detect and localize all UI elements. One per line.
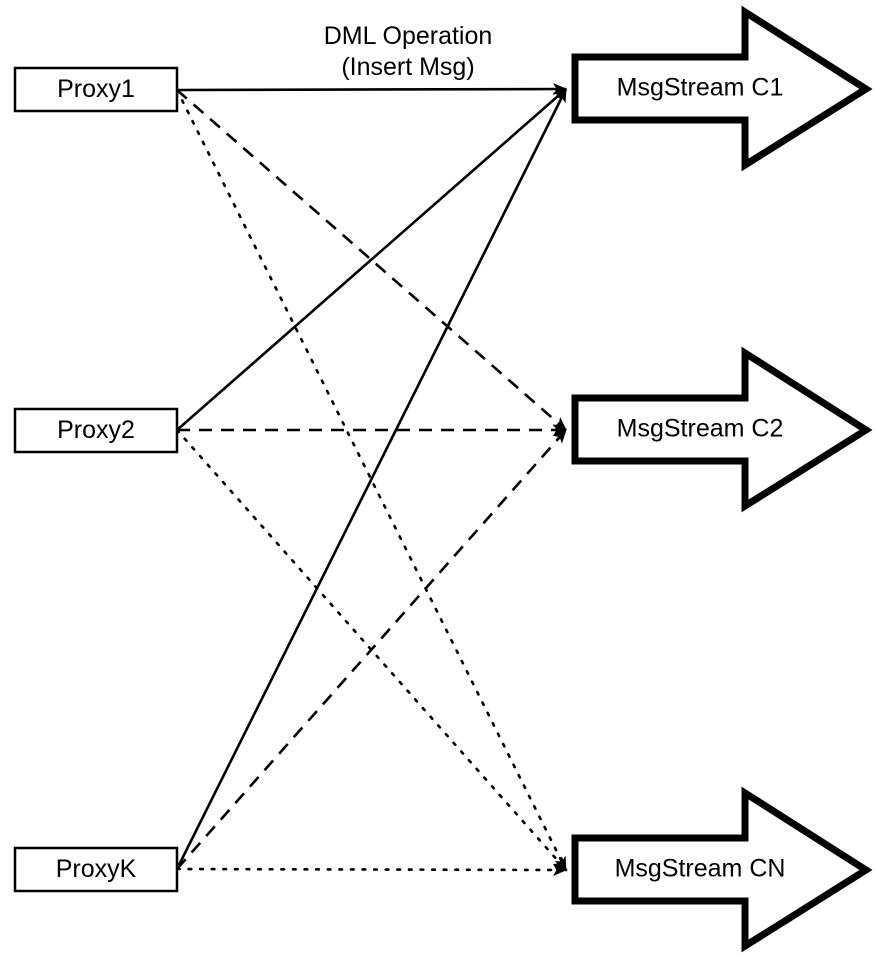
link-proxyk-to-c1 xyxy=(175,88,568,870)
streams-layer: MsgStream C1 MsgStream C2 MsgStream CN xyxy=(571,5,873,953)
proxy-box-proxy1 xyxy=(13,66,179,113)
stream-node-stream-c1[interactable]: MsgStream C1 xyxy=(571,5,873,172)
stream-label-stream-c2: MsgStream C2 xyxy=(617,415,784,443)
link-proxy1-to-c2 xyxy=(176,89,567,431)
proxy-label-proxyk: ProxyK xyxy=(56,855,137,883)
proxy-box-proxyk xyxy=(13,846,179,893)
stream-arrow-shape-stream-c1 xyxy=(571,5,873,172)
stream-label-stream-cn: MsgStream CN xyxy=(615,855,786,883)
links-layer xyxy=(175,83,568,876)
proxy-box-proxy2 xyxy=(13,407,179,454)
link-proxyk-to-cn xyxy=(175,863,568,876)
stream-node-stream-c2[interactable]: MsgStream C2 xyxy=(571,346,873,513)
proxy-node-proxy2[interactable]: Proxy2 xyxy=(13,407,179,454)
link-proxy2-to-c1 xyxy=(176,88,567,431)
edge-label-line1: DML Operation xyxy=(324,22,493,50)
proxy-node-proxyk[interactable]: ProxyK xyxy=(13,846,179,893)
stream-arrow-shape-stream-cn xyxy=(571,786,873,953)
stream-arrow-shape-stream-c2 xyxy=(571,346,873,513)
stream-node-stream-cn[interactable]: MsgStream CN xyxy=(571,786,873,953)
link-proxy1-to-c1 xyxy=(176,83,567,96)
proxy-label-proxy1: Proxy1 xyxy=(57,75,135,103)
proxy-label-proxy2: Proxy2 xyxy=(57,416,135,444)
proxy-node-proxy1[interactable]: Proxy1 xyxy=(13,66,179,113)
edge-label-line2: (Insert Msg) xyxy=(341,53,474,81)
link-proxyk-to-c2 xyxy=(176,429,567,870)
stream-label-stream-c1: MsgStream C1 xyxy=(617,74,784,102)
